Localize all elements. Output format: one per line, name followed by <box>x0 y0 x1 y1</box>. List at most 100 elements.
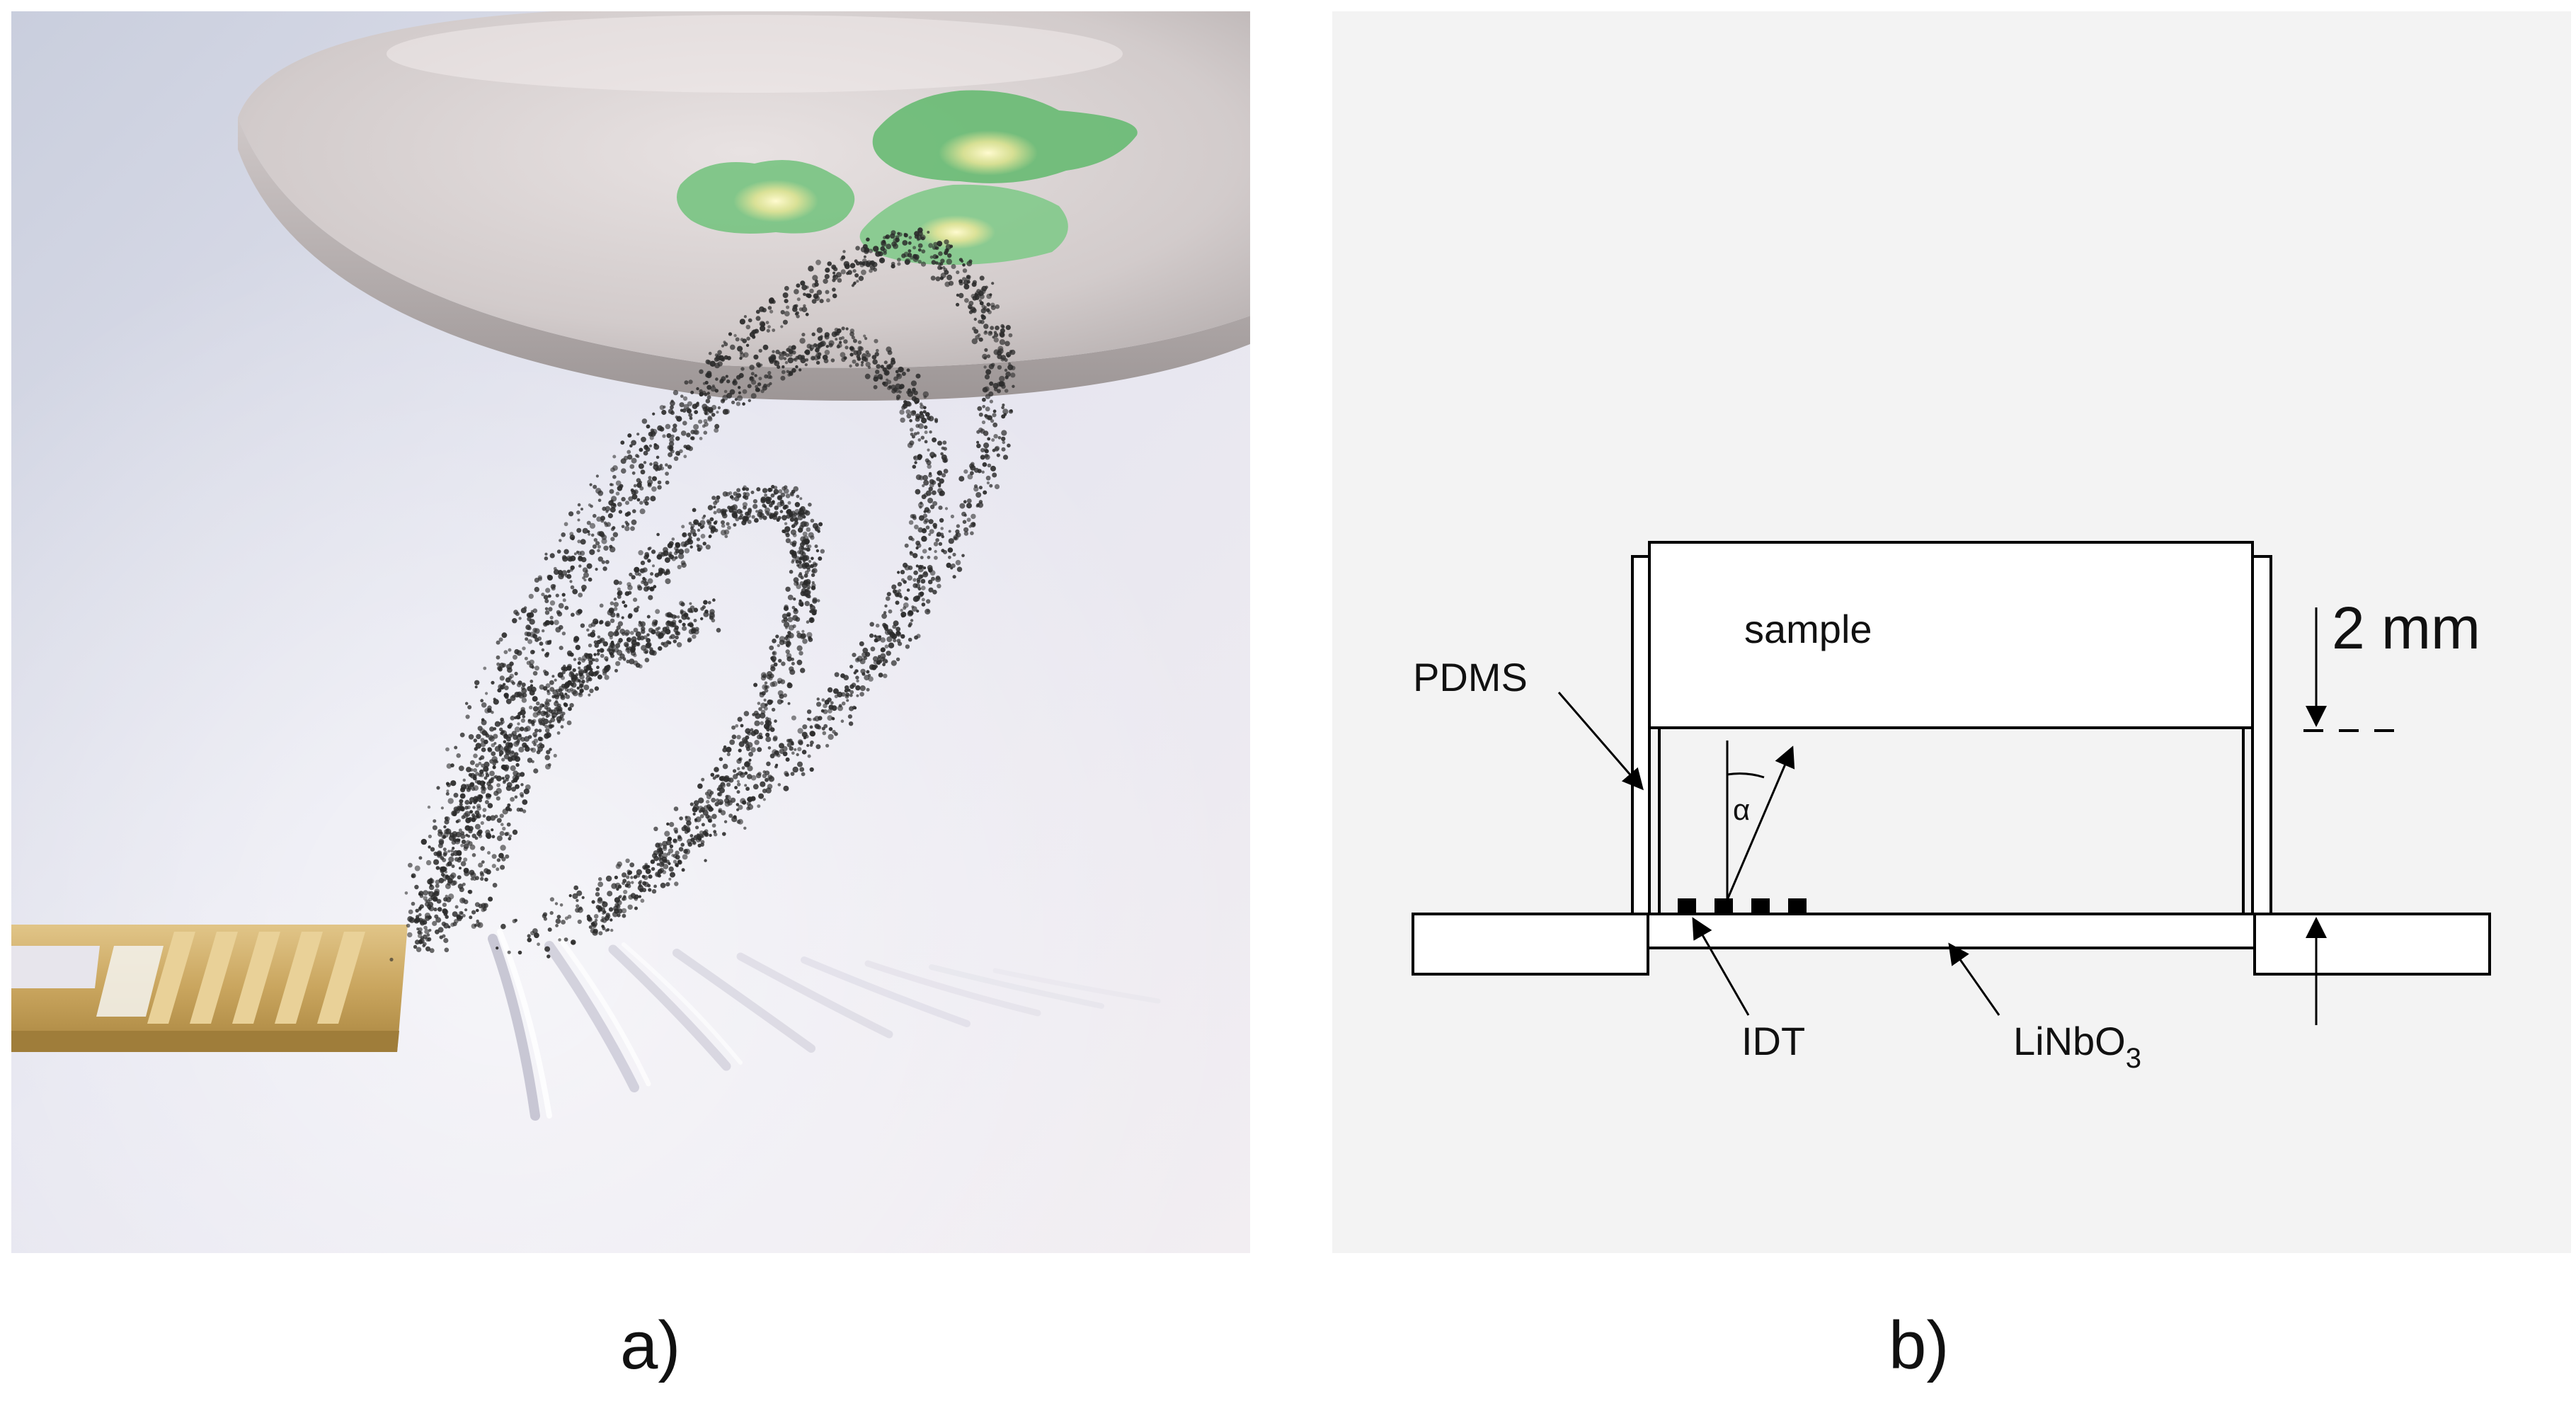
particle <box>651 549 656 554</box>
particle <box>546 750 551 755</box>
particle <box>908 565 913 571</box>
particle <box>791 524 796 528</box>
particle <box>777 699 783 705</box>
particle <box>740 724 744 728</box>
particle <box>865 362 871 367</box>
particle <box>531 748 537 753</box>
particle <box>799 338 806 344</box>
particle <box>672 423 677 428</box>
particle <box>418 856 423 860</box>
particle <box>563 522 568 527</box>
particle <box>462 813 469 818</box>
particle <box>889 631 895 638</box>
particle <box>550 717 556 723</box>
particle <box>521 687 527 694</box>
particle <box>828 343 833 348</box>
particle <box>717 791 723 797</box>
particle <box>786 773 789 777</box>
particle <box>909 440 915 446</box>
particle <box>682 626 687 631</box>
particle <box>567 652 572 657</box>
particle <box>782 350 785 355</box>
particle <box>765 507 770 513</box>
particle <box>673 456 679 462</box>
particle <box>990 362 995 367</box>
particle <box>787 501 791 505</box>
particle <box>968 525 972 528</box>
particle <box>719 757 723 762</box>
particle <box>509 661 514 666</box>
particle <box>831 705 837 711</box>
particle <box>923 406 927 410</box>
particle <box>780 309 785 315</box>
particle <box>626 881 631 886</box>
particle <box>785 532 790 538</box>
particle <box>707 505 714 510</box>
particle <box>825 345 830 348</box>
particle <box>908 624 912 628</box>
particle <box>447 850 451 853</box>
particle <box>750 393 757 399</box>
particle <box>638 881 642 885</box>
particle <box>760 712 766 719</box>
particle <box>726 746 732 753</box>
particle <box>545 651 550 656</box>
particle <box>772 659 776 663</box>
particle <box>586 563 593 569</box>
particle <box>652 564 655 568</box>
particle <box>771 355 777 360</box>
particle <box>917 423 924 429</box>
particle <box>720 775 726 782</box>
particle <box>527 758 533 763</box>
particle <box>872 359 878 365</box>
particle <box>650 859 656 864</box>
particle <box>411 873 416 879</box>
particle <box>463 857 468 862</box>
particle <box>468 889 473 894</box>
particle <box>963 527 969 532</box>
particle <box>828 708 832 714</box>
particle <box>786 682 793 689</box>
particle <box>487 851 491 855</box>
particle <box>931 480 937 485</box>
particle <box>864 675 870 681</box>
particle <box>702 542 706 546</box>
particle <box>697 843 702 848</box>
particle <box>892 624 897 629</box>
particle <box>435 884 440 888</box>
particle <box>454 905 459 909</box>
particle <box>1007 443 1011 448</box>
particle <box>877 657 881 661</box>
particle <box>623 455 629 461</box>
particle <box>445 791 450 796</box>
particle <box>597 881 604 887</box>
particle <box>916 610 920 613</box>
particle <box>895 627 901 632</box>
particle <box>924 440 928 444</box>
particle <box>923 566 927 570</box>
particle <box>968 304 973 309</box>
particle <box>966 498 972 503</box>
particle <box>979 294 985 299</box>
particle <box>633 627 639 633</box>
particle <box>558 938 561 942</box>
particle <box>673 806 679 811</box>
particle <box>981 420 986 425</box>
particle <box>675 635 679 640</box>
particle <box>522 692 527 698</box>
particle <box>414 865 420 871</box>
particle <box>411 901 416 906</box>
particle <box>723 389 728 394</box>
device-cross-section: sample 2 mm PDMS α IDT LiNbO3 <box>1332 11 2571 1253</box>
particle <box>465 702 469 705</box>
particle <box>984 374 990 380</box>
particle <box>493 790 499 796</box>
particle <box>429 948 435 954</box>
particle <box>418 918 423 922</box>
particle <box>525 746 530 752</box>
particle <box>808 294 812 297</box>
particle <box>925 608 931 615</box>
particle <box>985 475 991 481</box>
particle <box>652 619 658 626</box>
particle <box>613 647 619 653</box>
